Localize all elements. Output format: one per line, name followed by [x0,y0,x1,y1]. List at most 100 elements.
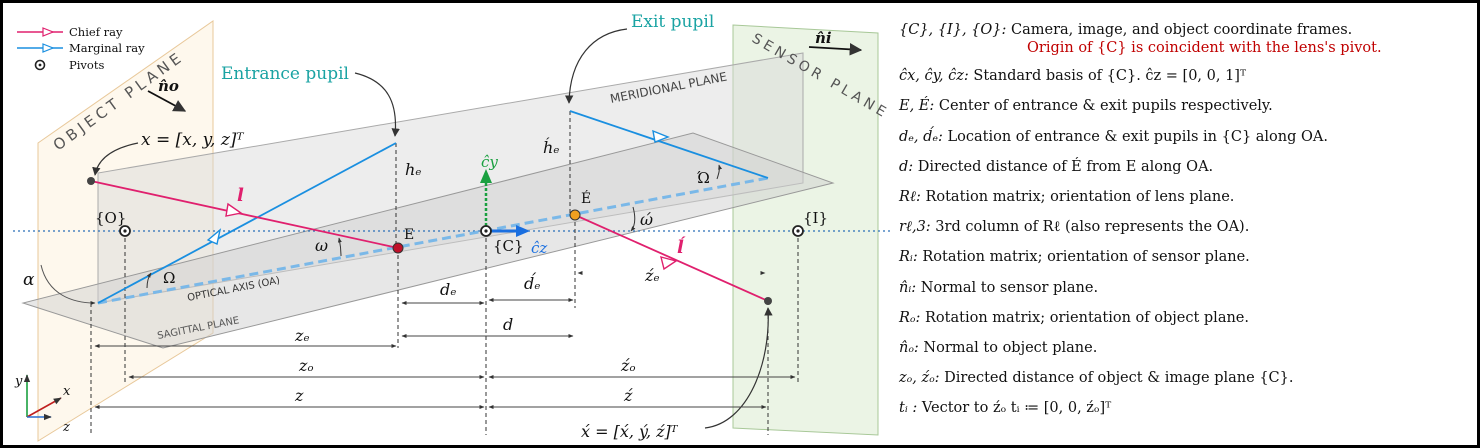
omega-exit-arc [630,206,636,232]
legend-pivots: Pivots [69,58,104,72]
definition-term: d: [899,158,914,175]
definition-note: Origin of {C} is coincident with the len… [899,37,1473,61]
definition-line: tᵢ : Vector to źₒ tᵢ ≔ [0, 0, źₒ]ᵀ [899,393,1473,423]
z-e-exit-label: źₑ [644,266,660,285]
definition-term: Rᵢ: [899,249,918,266]
definition-line: zₒ, źₒ: Directed distance of object & im… [899,363,1473,393]
frame-O-label: {O} [95,209,126,227]
definition-line: n̂ₒ: Normal to object plane. [899,333,1473,363]
object-point-label: x = [x, y, z]ᵀ [141,130,244,150]
entrance-pupil-callout [354,72,400,137]
definition-line: E, É: Center of entrance & exit pupils r… [899,91,1473,121]
coordinate-triad: y x z [14,374,71,435]
definition-description: Origin of {C} is coincident with the len… [1027,40,1382,57]
d-e-label: dₑ [440,280,456,299]
definition-term: tᵢ : [899,400,918,417]
definition-term: {C}, {I}, {O}: [899,22,1007,38]
c-z-label: ĉz [531,239,547,257]
chief-rays [90,180,769,302]
object-point-callout [92,142,139,176]
legend-chief-ray: Chief ray [69,25,123,39]
normal-object-arrow [147,90,187,112]
E-exit-label: É [581,189,591,207]
definition-line: Rₒ: Rotation matrix; orientation of obje… [899,303,1473,333]
definitions-panel: {C}, {I}, {O}: Camera, image, and object… [899,15,1473,423]
alpha-label: α [23,270,35,290]
exit-pupil-label: Exit pupil [631,12,714,32]
image-point [764,297,772,305]
E-label: E [404,227,414,243]
definition-description: Center of entrance & exit pupils respect… [934,98,1273,115]
frame-I-label: {I} [803,209,828,227]
z-exit-label: ź [623,386,633,405]
l-exit-label: ĺ [677,235,686,258]
l-label: l [237,185,244,206]
definition-description: Camera, image, and object coordinate fra… [1006,22,1353,38]
c-y-label: ĉy [481,153,498,171]
dimension-lines [94,271,796,409]
definition-term: ĉx, ĉy, ĉz: [899,68,969,85]
z-e-label: zₑ [294,326,310,345]
z-o-exit-label: źₒ [620,356,636,375]
ray-direction-markers [206,129,678,271]
Omega-arc [146,272,152,289]
definition-description: Directed distance of É from E along OA. [913,158,1214,175]
definition-term: n̂ₒ: [899,339,919,356]
definition-term: dₑ, d́ₑ: [899,128,943,145]
h-e-exit-label: h́ₑ [543,138,560,157]
definition-description: Normal to object plane. [918,339,1098,356]
omega-exit-label: ώ [640,210,653,229]
definition-description: Location of entrance & exit pupils in {C… [942,128,1329,145]
image-point-label: x́ = [x́, ý, ź]ᵀ [581,422,679,441]
n-o-label: n̂o [158,77,179,95]
entrance-pupil-label: Entrance pupil [221,64,349,84]
d-e-exit-label: d́ₑ [524,273,540,293]
pivot-sensor-dot [796,229,800,233]
normal-sensor-arrow [808,43,863,56]
definition-line: rℓ,3: 3rd column of Rℓ (also represents … [899,212,1473,242]
sagittal-plane [21,132,835,349]
alpha-arc [40,264,96,305]
omega-arc [337,237,342,257]
optical-axis [97,176,769,305]
legend-marginal-ray: Marginal ray [69,41,145,55]
definition-line: {C}, {I}, {O}: Camera, image, and object… [899,15,1473,45]
exit-pupil-center [569,209,581,221]
figure-frame: OBJECT PLANE SENSOR PLANE MERIDIONAL PLA… [3,3,1477,445]
definition-line: d: Directed distance of É from E along O… [899,152,1473,182]
definition-description: Rotation matrix; orientation of sensor p… [917,249,1250,266]
optics-diagram: OBJECT PLANE SENSOR PLANE MERIDIONAL PLA… [13,12,892,442]
pivot-object-dot [123,229,127,233]
definition-description: Directed distance of object & image plan… [939,370,1294,387]
axis-x-label: x [63,384,71,399]
definition-term: n̂ᵢ: [899,279,917,296]
definition-line: Rℓ: Rotation matrix; orientation of lens… [899,182,1473,212]
z-o-label: zₒ [298,356,314,375]
d-label: d [503,315,513,334]
c-y-arrowhead [480,169,492,183]
definition-term: zₒ, źₒ: [899,370,940,387]
definition-description: Standard basis of {C}. ĉz = [0, 0, 1]ᵀ [968,68,1247,85]
definition-term: Rₒ: [899,309,921,326]
definition-term: rℓ,3: [899,219,931,236]
definition-description: Normal to sensor plane. [916,279,1099,296]
exit-pupil-callout [564,28,628,104]
definition-line: dₑ, d́ₑ: Location of entrance & exit pup… [899,122,1473,152]
axis-y-label: y [14,374,23,389]
definition-term: E, É: [899,98,935,115]
pivot-lens-dot [484,229,488,233]
sensor-plane [732,24,879,436]
definition-line: Rᵢ: Rotation matrix; orientation of sens… [899,242,1473,272]
definition-description: Vector to źₒ tᵢ ≔ [0, 0, źₒ]ᵀ [917,400,1112,417]
frame-C-label: {C} [493,237,524,255]
entrance-pupil-center [392,242,404,254]
definition-term: Rℓ: [899,188,921,205]
c-z-arrowhead [516,225,530,237]
Omega-exit-arc [716,164,723,180]
definition-line: ĉx, ĉy, ĉz: Standard basis of {C}. ĉz = … [899,61,1473,91]
z-label: z [294,386,304,405]
definition-description: Rotation matrix; orientation of object p… [920,309,1249,326]
object-point [87,177,95,185]
Omega-exit-label: Ώ [697,169,710,187]
h-e-label: hₑ [405,160,422,179]
